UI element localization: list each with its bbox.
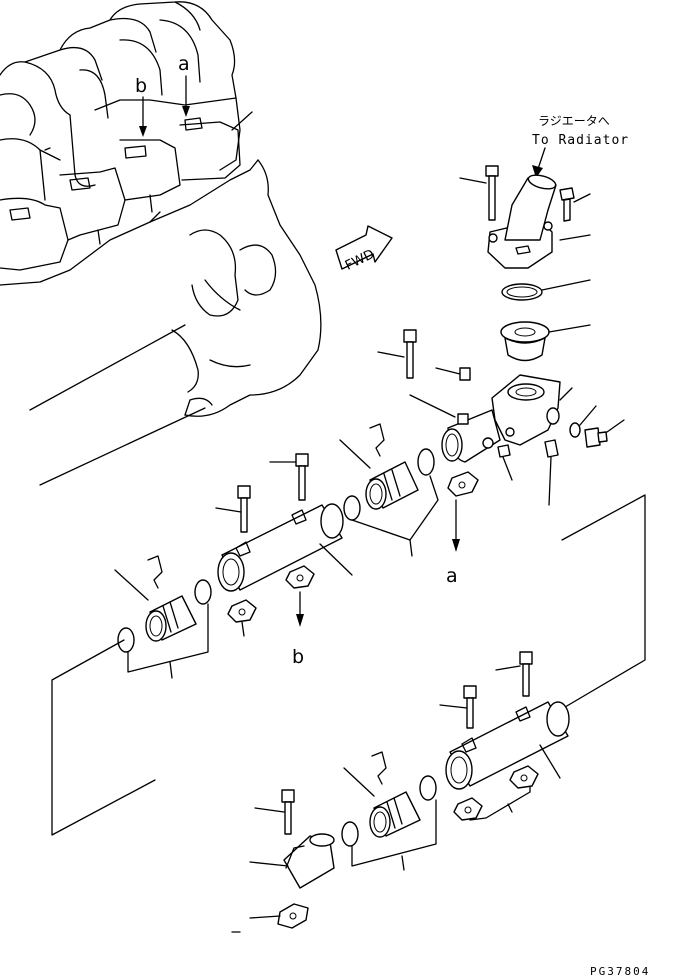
housing-plug-small xyxy=(482,437,513,481)
svg-text:b: b xyxy=(135,75,147,97)
pipe1-gasket-b xyxy=(285,565,315,589)
reference-a-arrow: a xyxy=(446,499,460,587)
reference-b-top: b xyxy=(135,75,147,137)
forward-direction-marker: FWD xyxy=(335,225,393,274)
reference-a-top: a xyxy=(178,53,190,117)
housing-stud xyxy=(435,367,471,425)
drawing-number: PG37804 xyxy=(590,965,650,978)
cover-gasket xyxy=(501,279,591,301)
water-pipe-upper xyxy=(217,503,353,592)
reference-b-arrow: b xyxy=(292,591,304,668)
pipe2-gasket-a xyxy=(509,765,539,789)
thermostat-cover xyxy=(487,174,557,269)
cover-bolt-left xyxy=(459,165,499,221)
hose-lower xyxy=(341,751,437,871)
cover-bolt-right xyxy=(559,187,591,222)
drain-plug xyxy=(584,419,625,448)
destination-english: To Radiator xyxy=(532,133,629,148)
pipe1-bolt-a xyxy=(269,453,309,501)
hose-middle xyxy=(114,555,212,679)
pipe1-gasket-lower xyxy=(227,599,257,637)
lower-gasket xyxy=(249,903,309,929)
svg-text:a: a xyxy=(446,565,458,587)
pipe2-bolt-b xyxy=(439,685,477,729)
water-pipe-lower xyxy=(445,701,570,790)
thermostat xyxy=(500,321,591,362)
housing-sensor xyxy=(544,439,559,506)
destination-japanese: ラジエータへ xyxy=(538,114,610,128)
housing-gasket xyxy=(447,471,479,497)
pipe1-bolt-b xyxy=(215,485,251,533)
leader-frame-right xyxy=(559,494,646,711)
pipe2-gasket-b xyxy=(453,797,483,821)
hose-upper xyxy=(339,423,439,557)
to-radiator-callout: ラジエータへ To Radiator xyxy=(532,114,629,178)
lower-elbow xyxy=(249,833,335,889)
engine-block xyxy=(0,1,322,486)
svg-text:a: a xyxy=(178,53,190,75)
thermostat-housing xyxy=(441,374,573,463)
drain-washer xyxy=(569,405,597,438)
lower-bolt xyxy=(254,789,295,835)
leader-frame-left xyxy=(51,639,156,836)
svg-text:b: b xyxy=(292,646,304,668)
housing-bolt-top xyxy=(377,329,417,379)
pipe2-bolt-a xyxy=(495,651,533,697)
